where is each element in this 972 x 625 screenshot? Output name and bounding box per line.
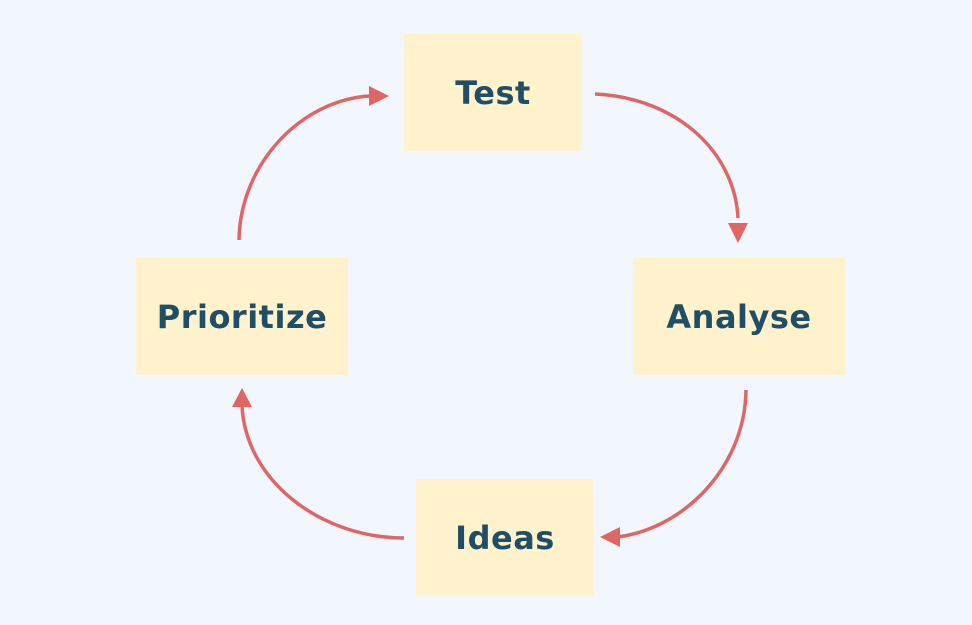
arrow-test-to-analyse [594,92,748,243]
arrow-line [594,92,740,219]
arrow-ideas-to-prioritize [232,388,405,540]
arrowhead-icon [728,223,748,243]
arrow-line [237,94,371,241]
arrow-line [240,404,405,540]
node-analyse: Analyse [633,258,845,375]
node-analyse-label: Analyse [666,297,812,336]
node-prioritize-label: Prioritize [156,297,328,336]
node-prioritize: Prioritize [136,258,348,375]
node-ideas-label: Ideas [455,518,555,557]
arrow-analyse-to-ideas [600,389,748,547]
arrow-line [616,389,748,539]
node-test: Test [404,34,582,151]
arrowhead-icon [232,388,252,407]
arrow-prioritize-to-test [237,86,389,241]
node-test-label: Test [455,73,531,112]
arrowhead-icon [369,86,389,106]
node-ideas: Ideas [416,479,594,596]
arrowhead-icon [600,527,620,547]
